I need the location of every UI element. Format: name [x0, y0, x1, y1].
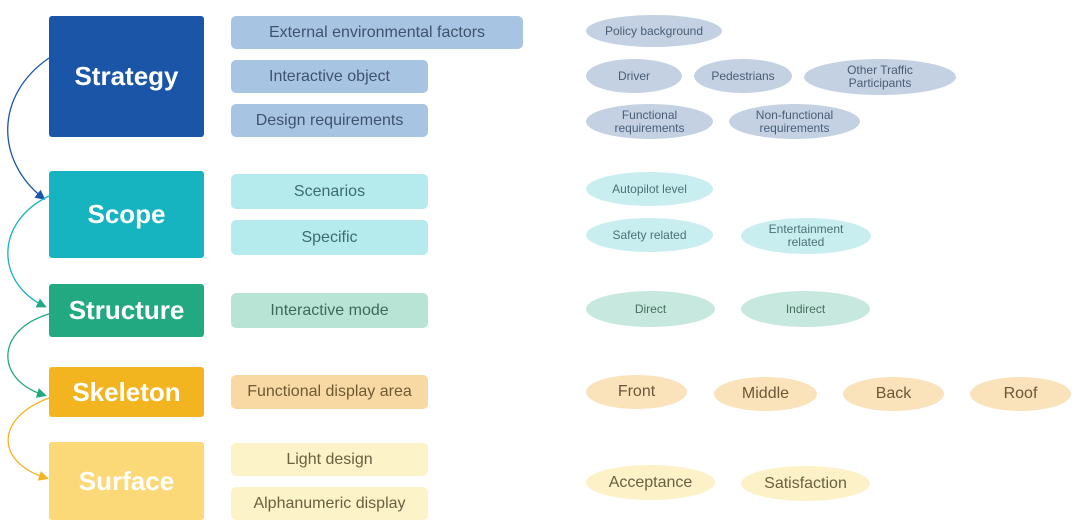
factor-scenarios: Scenarios — [231, 174, 428, 209]
factor-external-environmental-factors: External environmental factors — [231, 16, 523, 49]
arrow-strategy-to-scope — [7, 57, 50, 200]
level-surface: Surface — [49, 442, 204, 520]
arrow-scope-to-structure — [7, 195, 50, 308]
tag-satisfaction: Satisfaction — [741, 466, 870, 501]
tag-roof: Roof — [970, 377, 1071, 411]
level-skeleton: Skeleton — [49, 367, 204, 417]
tag-safety-related: Safety related — [586, 218, 713, 252]
factor-interactive-object: Interactive object — [231, 60, 428, 93]
tag-pedestrians: Pedestrians — [694, 59, 792, 93]
tag-back: Back — [843, 377, 944, 411]
tag-indirect: Indirect — [741, 291, 870, 327]
tag-driver: Driver — [586, 59, 682, 93]
tag-functional-requirements: Functional requirements — [586, 104, 713, 139]
factor-interactive-mode: Interactive mode — [231, 293, 428, 328]
arrow-skeleton-to-surface — [7, 397, 50, 481]
level-structure: Structure — [49, 284, 204, 337]
tag-autopilot-level: Autopilot level — [586, 172, 713, 206]
tag-non-functional-requirements: Non-functional requirements — [729, 104, 860, 139]
level-strategy: Strategy — [49, 16, 204, 137]
level-scope: Scope — [49, 171, 204, 258]
tag-other-traffic-participants: Other Traffic Participants — [804, 59, 956, 95]
factor-light-design: Light design — [231, 443, 428, 476]
tag-front: Front — [586, 375, 687, 409]
tag-policy-background: Policy background — [586, 15, 722, 47]
tag-middle: Middle — [714, 377, 817, 411]
arrow-structure-to-skeleton — [7, 313, 50, 398]
factor-alphanumeric-display: Alphanumeric display — [231, 487, 428, 520]
tag-direct: Direct — [586, 291, 715, 327]
factor-specific: Specific — [231, 220, 428, 255]
tag-entertainment-related: Entertainment related — [741, 218, 871, 254]
factor-functional-display-area: Functional display area — [231, 375, 428, 409]
tag-acceptance: Acceptance — [586, 465, 715, 500]
factor-design-requirements: Design requirements — [231, 104, 428, 137]
